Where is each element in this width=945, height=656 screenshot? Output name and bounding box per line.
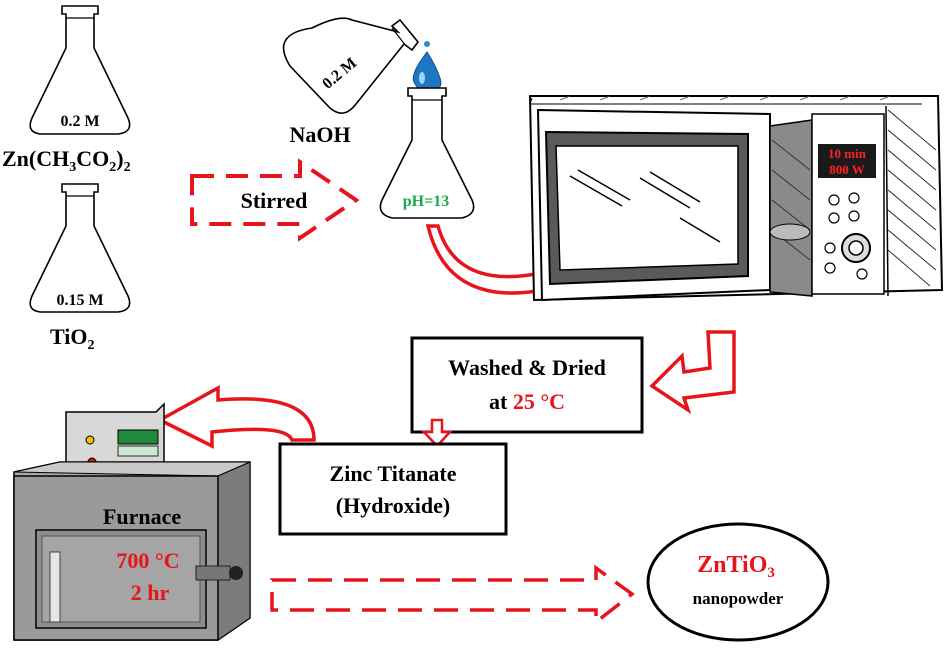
zinc-acetate-concentration: 0.2 M xyxy=(60,113,99,130)
product-ellipse: ZnTiO3 nanopowder xyxy=(646,522,830,642)
zinc-acetate-formula: Zn(CH3CO2)2 xyxy=(2,146,131,175)
microwave-time-display: 10 min xyxy=(828,146,867,161)
down-arrow-small xyxy=(421,418,453,448)
washed-label-line1: Washed & Dried xyxy=(448,355,606,380)
zinc-titanate-line2: (Hydroxide) xyxy=(336,493,450,518)
curved-arrow-to-washed xyxy=(649,330,736,415)
naoh-label: NaOH xyxy=(289,122,350,147)
zinc-titanate-box: Zinc Titanate (Hydroxide) xyxy=(278,442,508,536)
curved-arrow-to-furnace xyxy=(156,385,316,449)
furnace-time: 2 hr xyxy=(131,580,170,605)
furnace-handle-icon xyxy=(229,566,243,580)
furnace-temperature: 700 °C xyxy=(116,548,179,573)
product-name: nanopowder xyxy=(693,589,784,608)
water-drop-icon xyxy=(412,41,442,93)
tio2-concentration: 0.15 M xyxy=(56,292,103,309)
washed-dried-box: Washed & Dried at 25 °C xyxy=(410,336,644,434)
zinc-titanate-line1: Zinc Titanate xyxy=(330,461,457,486)
flask-mixture: pH=13 xyxy=(379,87,475,219)
flask-zinc-acetate: 0.2 M xyxy=(29,5,131,135)
dashed-arrow-to-product xyxy=(270,564,635,626)
furnace: Furnace 700 °C 2 hr xyxy=(13,402,251,641)
product-formula: ZnTiO3 xyxy=(697,552,775,581)
tio2-formula: TiO2 xyxy=(50,324,95,353)
microwave-oven: 10 min 800 W xyxy=(528,95,944,302)
ph-label: pH=13 xyxy=(403,193,449,210)
flask-tio2: 0.15 M xyxy=(29,183,131,313)
washed-label-line2: at 25 °C xyxy=(489,389,565,414)
stirred-label: Stirred xyxy=(241,188,308,213)
washed-temperature: 25 °C xyxy=(513,389,565,414)
microwave-power-display: 800 W xyxy=(829,162,865,177)
stirred-arrow: Stirred xyxy=(190,158,360,242)
furnace-title: Furnace xyxy=(103,504,181,529)
flask-naoh: 0.2 M xyxy=(282,17,420,114)
